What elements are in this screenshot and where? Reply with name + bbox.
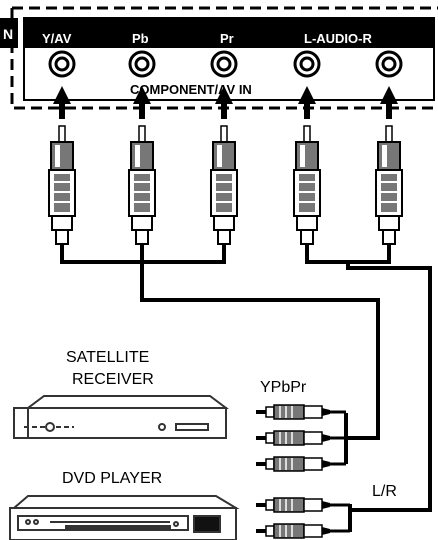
lr-plugs bbox=[255, 497, 350, 539]
arrow-up-icon bbox=[133, 86, 151, 119]
arrow-up-icon bbox=[53, 86, 71, 119]
arrow-up-icon bbox=[298, 86, 316, 119]
port-label-pb: Pb bbox=[132, 31, 149, 46]
port-label-yav: Y/AV bbox=[42, 31, 72, 46]
rca-plug-pr bbox=[210, 125, 238, 261]
rca-plug-yav bbox=[48, 125, 76, 261]
rca-plugs bbox=[48, 125, 403, 261]
dvd-label: DVD PLAYER bbox=[62, 470, 162, 487]
jack-pb[interactable] bbox=[128, 50, 156, 78]
rca-plug-audio-l bbox=[293, 125, 321, 261]
dvd-player bbox=[9, 495, 240, 540]
rca-plug-pb bbox=[128, 125, 156, 261]
jack-pr[interactable] bbox=[210, 50, 238, 78]
satellite-label-line2: RECEIVER bbox=[72, 371, 154, 388]
jack-audio-l[interactable] bbox=[293, 50, 321, 78]
satellite-receiver bbox=[13, 395, 229, 439]
ypbpr-plugs bbox=[255, 404, 346, 472]
port-label-audio: L-AUDIO-R bbox=[304, 31, 372, 46]
jack-audio-r[interactable] bbox=[375, 50, 403, 78]
lr-label: L/R bbox=[372, 483, 397, 500]
arrow-up-icon bbox=[380, 86, 398, 119]
port-label-pr: Pr bbox=[220, 31, 234, 46]
arrow-up-icon bbox=[215, 86, 233, 119]
arrows bbox=[53, 86, 398, 119]
jack-yav[interactable] bbox=[48, 50, 76, 78]
rca-plug-audio-r bbox=[375, 125, 403, 261]
edge-letter: N bbox=[3, 26, 13, 42]
satellite-label-line1: SATELLITE bbox=[66, 349, 149, 366]
cable-audio bbox=[305, 258, 391, 264]
cables bbox=[60, 258, 432, 532]
ypbpr-label: YPbPr bbox=[260, 379, 307, 396]
panel-label: COMPONENT/AV IN bbox=[130, 82, 252, 97]
